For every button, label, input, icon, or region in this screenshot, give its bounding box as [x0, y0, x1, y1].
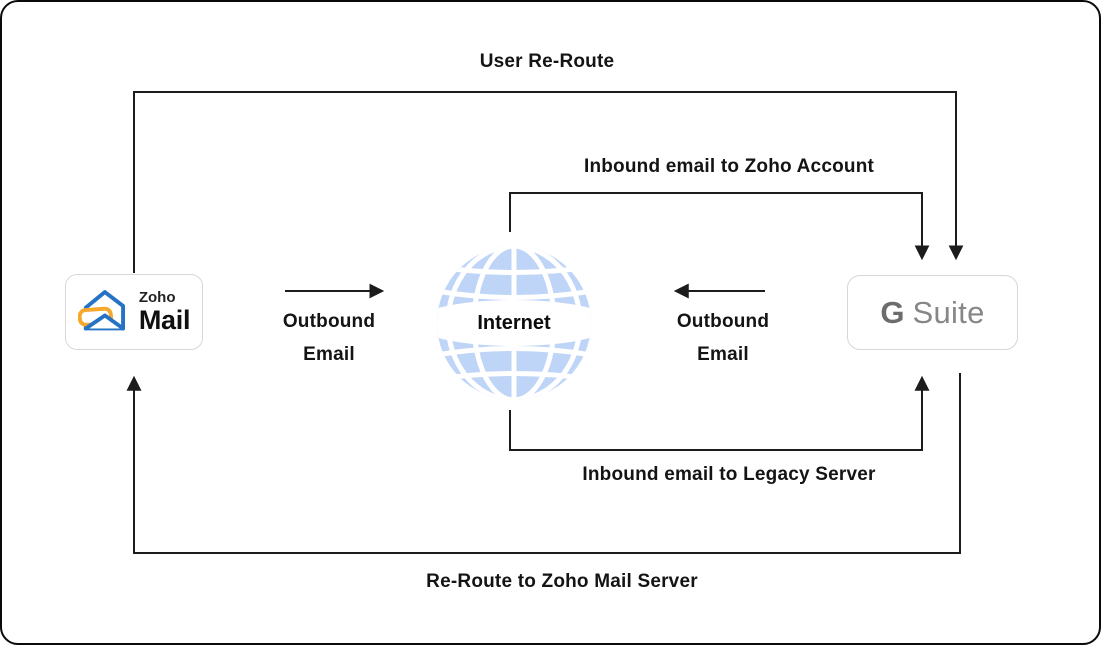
internet-globe-icon: [436, 245, 592, 401]
outbound-email-left-label: Outbound Email: [283, 305, 375, 371]
gsuite-wordmark-g: G: [880, 294, 905, 330]
outbound-email-left-line1: Outbound: [282, 311, 376, 332]
zoho-mail-envelope-icon: [77, 286, 130, 338]
connector-reroute-zoho-server: [126, 373, 961, 554]
reroute-zoho-server-label: Re-Route to Zoho Mail Server: [426, 571, 698, 592]
inbound-zoho-account-label: Inbound email to Zoho Account: [583, 156, 875, 177]
outbound-email-left-line2: Email: [303, 344, 355, 365]
gsuite-node: G Suite: [847, 275, 1018, 350]
zoho-mail-wordmark-zoho: Zoho: [138, 289, 176, 306]
zoho-mail-wordmark-mail: Mail: [138, 305, 191, 335]
zoho-mail-node: Zoho Mail: [65, 274, 203, 350]
zoho-mail-wordmark: Zoho Mail: [138, 289, 191, 335]
internet-node: Internet: [436, 245, 592, 401]
user-reroute-label: User Re-Route: [479, 51, 615, 72]
gsuite-wordmark-suite: Suite: [912, 294, 985, 330]
outbound-email-right-label: Outbound Email: [677, 305, 769, 371]
connector-user-reroute: [133, 91, 964, 273]
outbound-email-right-line1: Outbound: [676, 311, 770, 332]
connector-inbound-zoho-account: [509, 192, 930, 261]
outbound-email-right-line2: Email: [697, 344, 749, 365]
internet-label: Internet: [477, 311, 551, 334]
connector-inbound-legacy-server: [509, 375, 930, 451]
inbound-legacy-server-label: Inbound email to Legacy Server: [582, 464, 876, 485]
